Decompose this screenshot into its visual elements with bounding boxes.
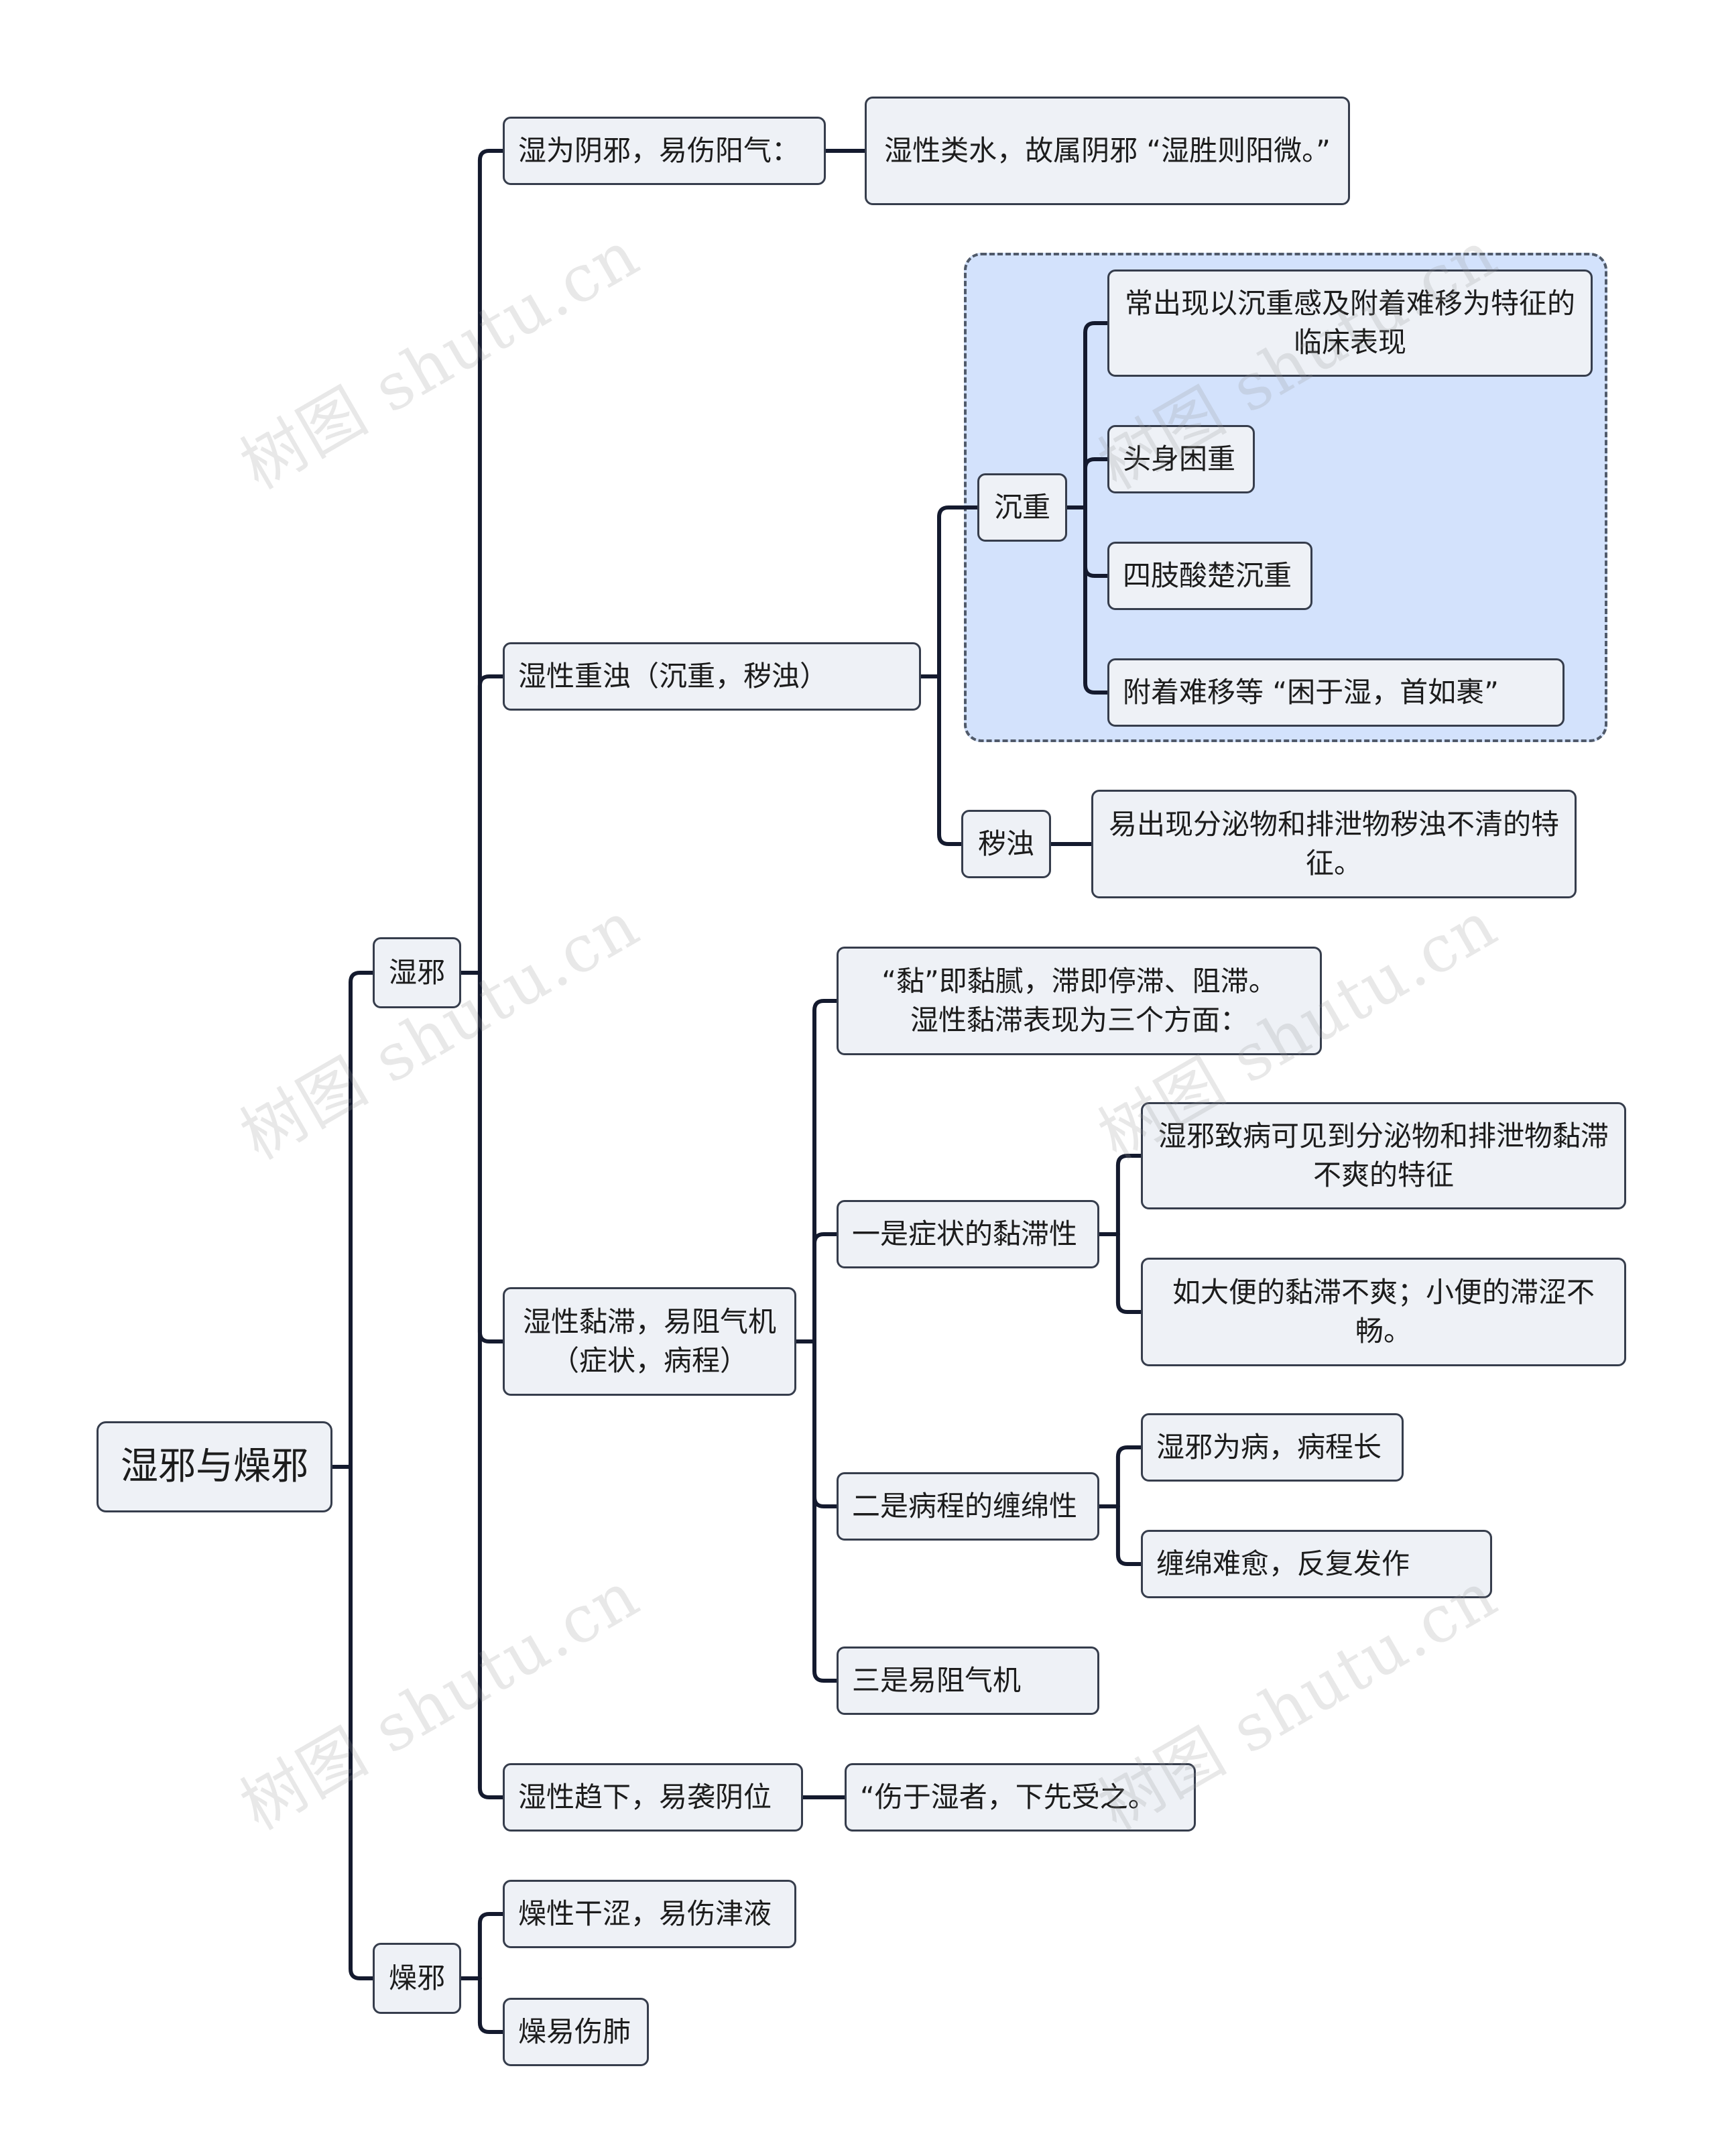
connector-line	[812, 999, 839, 1343]
topic-huizhuo-1[interactable]: 易出现分泌物和排泄物秽浊不清的特征。	[1091, 790, 1577, 898]
connector-line	[937, 505, 979, 678]
connector-line	[1083, 505, 1109, 578]
connector-line	[1083, 505, 1109, 695]
topic-nianzhi-1b[interactable]: 如大便的黏滞不爽；小便的滞涩不畅。	[1141, 1258, 1626, 1366]
connector-line	[349, 971, 375, 1469]
topic-shi-quxia-note[interactable]: “伤于湿者，下先受之。	[845, 1763, 1196, 1832]
connector-line	[349, 1465, 375, 1980]
connector-line	[1083, 321, 1109, 510]
connector-line	[1115, 1154, 1143, 1236]
root-topic[interactable]: 湿邪与燥邪	[97, 1421, 332, 1512]
topic-shi-yinxie[interactable]: 湿为阴邪，易伤阳气：	[503, 117, 826, 185]
topic-huizhuo[interactable]: 秽浊	[961, 810, 1051, 878]
connector-line	[477, 1912, 505, 1980]
topic-shi-quxia[interactable]: 湿性趋下，易袭阴位	[503, 1763, 803, 1832]
topic-chenzhong-1[interactable]: 常出现以沉重感及附着难移为特征的临床表现	[1107, 270, 1593, 377]
topic-zaoxie[interactable]: 燥邪	[373, 1943, 461, 2014]
topic-zao-1[interactable]: 燥性干涩，易伤津液	[503, 1880, 796, 1948]
connector-line	[1115, 1504, 1143, 1566]
connector-line	[812, 1232, 839, 1343]
topic-shi-zhongzhuo[interactable]: 湿性重浊（沉重，秽浊）	[503, 642, 921, 711]
topic-chenzhong-2[interactable]: 头身困重	[1107, 425, 1255, 493]
topic-nianzhi-2b[interactable]: 缠绵难愈，反复发作	[1141, 1530, 1492, 1598]
topic-nianzhi-3[interactable]: 三是易阻气机	[837, 1646, 1099, 1715]
connector-line	[477, 971, 505, 1799]
topic-nianzhi-1a[interactable]: 湿邪致病可见到分泌物和排泄物黏滞不爽的特征	[1141, 1102, 1626, 1209]
topic-chenzhong[interactable]: 沉重	[977, 473, 1067, 542]
topic-chenzhong-4[interactable]: 附着难移等 “困于湿，首如裹”	[1107, 658, 1565, 727]
topic-shi-nianzhi[interactable]: 湿性黏滞，易阻气机 （症状，病程）	[503, 1287, 796, 1396]
connector-line	[477, 149, 505, 975]
connector-line	[1115, 1232, 1143, 1314]
topic-nianzhi-2a[interactable]: 湿邪为病，病程长	[1141, 1413, 1404, 1482]
connector-line	[477, 971, 505, 1343]
connector-line	[477, 1976, 505, 2034]
connector-line	[477, 674, 505, 975]
connector-line	[1115, 1445, 1143, 1508]
topic-nianzhi-intro[interactable]: “黏”即黏腻，滞即停滞、阻滞。 湿性黏滞表现为三个方面：	[837, 947, 1322, 1055]
topic-zao-2[interactable]: 燥易伤肺	[503, 1998, 649, 2066]
topic-nianzhi-2[interactable]: 二是病程的缠绵性	[837, 1472, 1099, 1541]
connector-line	[937, 674, 963, 846]
connector-line	[812, 1339, 839, 1508]
topic-shixie[interactable]: 湿邪	[373, 937, 461, 1008]
topic-nianzhi-1[interactable]: 一是症状的黏滞性	[837, 1200, 1099, 1268]
topic-chenzhong-3[interactable]: 四肢酸楚沉重	[1107, 542, 1312, 610]
connector-line	[1083, 457, 1109, 510]
topic-shi-yinxie-note[interactable]: 湿性类水，故属阴邪 “湿胜则阳微。”	[865, 97, 1350, 205]
connector-line	[812, 1339, 839, 1683]
